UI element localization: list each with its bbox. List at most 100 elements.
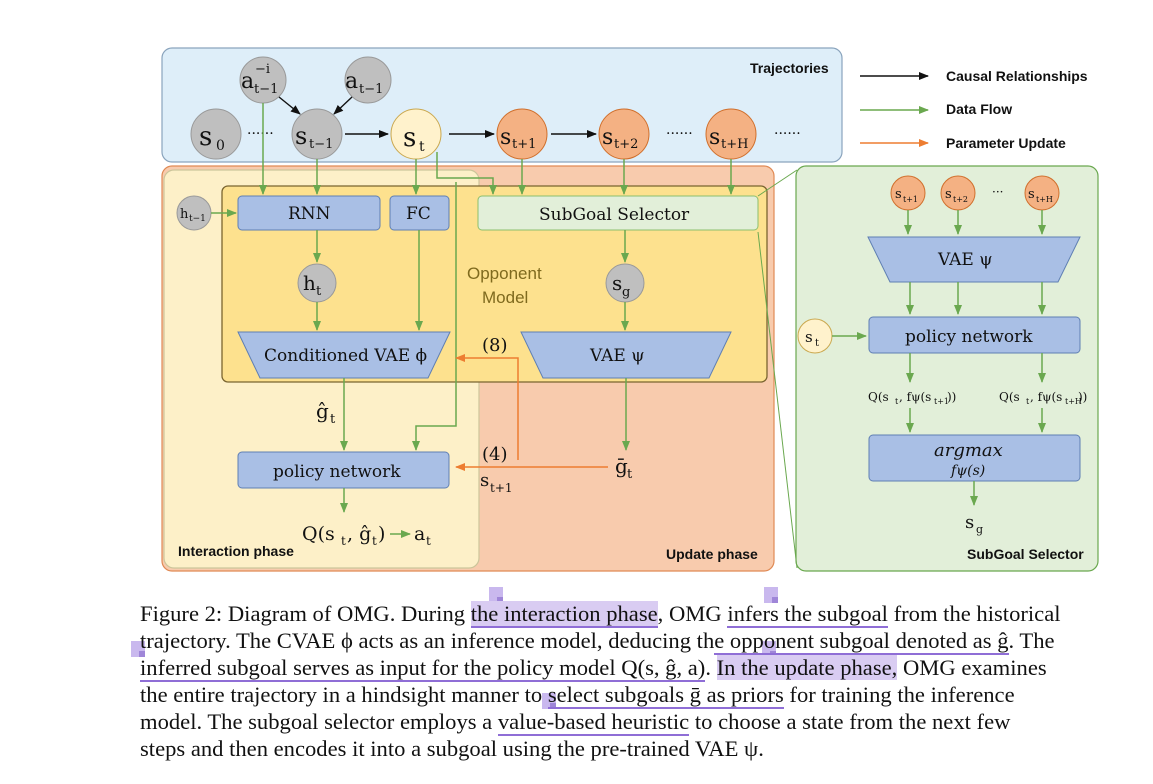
comment-marker-icon[interactable] xyxy=(762,641,776,657)
comment-marker-icon[interactable] xyxy=(542,693,556,709)
figure-caption: Figure 2: Diagram of OMG. During the int… xyxy=(140,600,1130,762)
svg-text:Q(s: Q(s xyxy=(302,523,335,545)
svg-text:−i: −i xyxy=(255,62,270,77)
svg-text:t: t xyxy=(330,412,336,427)
svg-text:a: a xyxy=(241,69,254,94)
svg-text:)): )) xyxy=(947,390,956,404)
node-s0 xyxy=(190,108,242,160)
svg-text:t+H: t+H xyxy=(1065,397,1082,406)
svg-text:t: t xyxy=(895,397,899,406)
svg-text:ḡ: ḡ xyxy=(615,454,628,478)
omg-diagram: Trajectories Interaction phase Update ph… xyxy=(161,47,1099,572)
svg-text:t+H: t+H xyxy=(721,137,748,152)
svg-text:(8): (8) xyxy=(482,335,508,356)
opponent-model-label-2: Model xyxy=(482,288,528,307)
svg-text:t+1: t+1 xyxy=(903,195,918,204)
legend-param: Parameter Update xyxy=(946,135,1066,151)
svg-text:Conditioned VAE ϕ: Conditioned VAE ϕ xyxy=(264,346,427,366)
svg-text:Q(s: Q(s xyxy=(999,390,1020,404)
svg-text:······: ······ xyxy=(666,126,693,142)
svg-text:t: t xyxy=(815,338,819,349)
svg-text:policy network: policy network xyxy=(905,327,1033,347)
svg-text:s: s xyxy=(295,122,307,150)
svg-text:t−1: t−1 xyxy=(254,82,278,97)
svg-text:fψ(s): fψ(s) xyxy=(950,463,985,479)
svg-text:t+2: t+2 xyxy=(614,137,638,152)
legend-causal: Causal Relationships xyxy=(946,68,1088,84)
svg-text:t: t xyxy=(1026,397,1030,406)
svg-text:Q(s: Q(s xyxy=(868,390,889,404)
svg-text:a: a xyxy=(414,523,425,545)
svg-text:s: s xyxy=(199,122,212,152)
svg-text:t+1: t+1 xyxy=(934,397,949,406)
comment-marker-icon[interactable] xyxy=(131,641,145,657)
comment-marker-icon[interactable] xyxy=(764,587,778,603)
svg-text:, fψ(s: , fψ(s xyxy=(1030,390,1062,404)
svg-text:s: s xyxy=(500,125,511,150)
svg-text:······: ······ xyxy=(247,126,274,142)
caption-line-4: the entire trajectory in a hindsight man… xyxy=(140,682,1015,709)
subgoal-selector-label: SubGoal Selector xyxy=(967,546,1084,562)
rnn-box xyxy=(237,195,381,231)
svg-text:t: t xyxy=(426,534,431,548)
svg-text:s: s xyxy=(1028,187,1035,202)
svg-text:)): )) xyxy=(1078,390,1087,404)
subgoal-selector-box xyxy=(477,195,759,231)
svg-text:, fψ(s: , fψ(s xyxy=(899,390,931,404)
svg-text:t+2: t+2 xyxy=(953,195,968,204)
svg-text:t: t xyxy=(341,534,346,548)
right-policy-network-box xyxy=(868,316,1081,354)
svg-text:s: s xyxy=(709,125,720,150)
opponent-model-label-1: Opponent xyxy=(467,264,542,283)
legend-dataflow: Data Flow xyxy=(946,101,1012,117)
svg-text:FC: FC xyxy=(406,204,431,224)
svg-text:t: t xyxy=(316,284,322,299)
svg-text:······: ······ xyxy=(774,126,801,142)
svg-text:0: 0 xyxy=(216,138,225,154)
svg-text:s: s xyxy=(480,470,489,491)
svg-text:a: a xyxy=(345,69,358,94)
svg-text:g: g xyxy=(622,285,630,300)
svg-text:s: s xyxy=(945,187,952,202)
svg-text:, ĝ: , ĝ xyxy=(347,523,371,545)
svg-text:s: s xyxy=(965,512,974,533)
svg-text:s: s xyxy=(612,271,622,295)
svg-text:s: s xyxy=(805,328,813,346)
right-vae-box xyxy=(867,236,1081,283)
cvae-box xyxy=(237,331,451,379)
caption-line-2: trajectory. The CVAE ϕ acts as an infere… xyxy=(140,628,1055,655)
subgoal-selector-region xyxy=(795,165,1099,572)
node-a-t-1 xyxy=(344,56,392,104)
svg-text:t+1: t+1 xyxy=(490,481,513,495)
svg-text:g: g xyxy=(976,523,983,536)
update-phase-label: Update phase xyxy=(666,546,758,562)
caption-line-3: inferred subgoal serves as input for the… xyxy=(140,655,1047,682)
svg-text:policy network: policy network xyxy=(273,462,401,482)
svg-text:): ) xyxy=(378,523,385,545)
svg-text:t+H: t+H xyxy=(1036,195,1053,204)
svg-text:s: s xyxy=(895,187,902,202)
caption-line-1: Figure 2: Diagram of OMG. During the int… xyxy=(140,601,1061,628)
svg-text:SubGoal Selector: SubGoal Selector xyxy=(539,205,690,225)
svg-text:argmax: argmax xyxy=(934,440,1003,461)
caption-line-5: model. The subgoal selector employs a va… xyxy=(140,709,1011,736)
svg-text:t+1: t+1 xyxy=(512,137,536,152)
svg-text:h: h xyxy=(180,207,189,222)
caption-line-6: steps and then encodes it into a subgoal… xyxy=(140,736,764,761)
svg-text:···: ··· xyxy=(992,185,1003,199)
vae-box xyxy=(520,331,732,379)
svg-text:VAE ψ: VAE ψ xyxy=(937,250,993,270)
svg-text:t: t xyxy=(419,139,425,155)
svg-text:RNN: RNN xyxy=(288,204,331,224)
svg-text:s: s xyxy=(602,125,613,150)
svg-text:s: s xyxy=(403,123,416,153)
comment-marker-icon[interactable] xyxy=(489,587,503,603)
svg-text:t−1: t−1 xyxy=(189,214,206,224)
svg-text:t−1: t−1 xyxy=(309,137,333,152)
interaction-phase-label: Interaction phase xyxy=(178,543,294,559)
svg-text:VAE ψ: VAE ψ xyxy=(589,346,645,366)
svg-text:t: t xyxy=(372,534,377,548)
trajectories-label: Trajectories xyxy=(750,60,829,76)
svg-text:h: h xyxy=(303,271,316,295)
svg-text:t: t xyxy=(627,467,633,482)
